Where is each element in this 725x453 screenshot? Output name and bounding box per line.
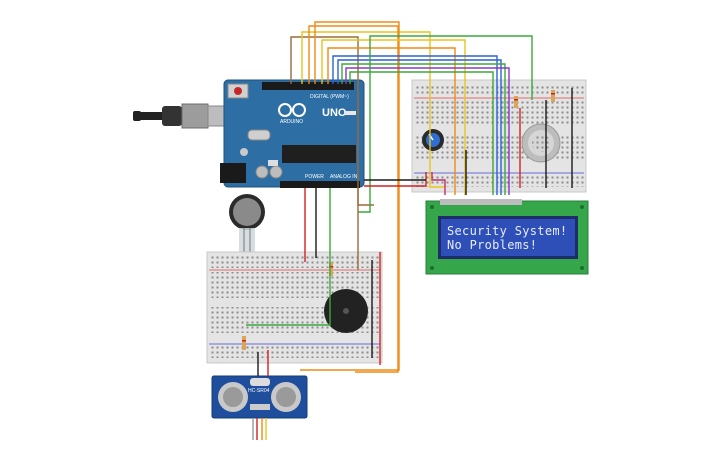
wire-green-1 <box>341 63 506 195</box>
lcd-line-1: Security System! <box>447 224 567 238</box>
resistor-lower-2 <box>242 336 246 350</box>
digital-header-label: DIGITAL (PWM~) <box>310 94 349 100</box>
resistor-lower-1 <box>329 262 333 276</box>
ultrasonic-sensor: HC-SR04 <box>211 375 308 419</box>
arduino-uno-board: DIGITAL (PWM~) ARDUINO UNO POWER ANALOG … <box>220 79 365 188</box>
arduino-logo: ARDUINO UNO <box>278 103 347 125</box>
wire-green-lower <box>246 188 331 326</box>
wire-orange-right <box>327 47 456 195</box>
wire-blue-2 <box>337 59 502 195</box>
wire-green-top <box>369 35 533 100</box>
usb-cable <box>133 103 225 129</box>
model-label: UNO <box>322 107 347 119</box>
lcd-display: Security System! No Problems! <box>425 200 589 275</box>
atmega-chip <box>282 145 356 163</box>
wire-purple-1 <box>345 67 510 195</box>
brand-label: ARDUINO <box>280 119 303 125</box>
wire-yellow-top <box>301 31 445 188</box>
wire-orange-top-2 <box>300 21 400 371</box>
wire-red-power <box>364 172 427 187</box>
digital-header <box>262 82 354 90</box>
ultrasonic-model-label: HC-SR04 <box>248 388 270 394</box>
piezo-buzzer <box>324 289 368 333</box>
power-header-label: POWER <box>305 174 324 180</box>
lcd-line-2: No Problems! <box>447 238 537 252</box>
gas-sensor <box>521 123 561 163</box>
lcd-screen <box>441 219 575 256</box>
analog-header-label: ANALOG IN <box>330 174 358 180</box>
wire-yellow-right <box>321 39 466 195</box>
wire-green-loop <box>358 84 371 213</box>
wire-pink-lcd <box>431 172 446 195</box>
potentiometer <box>422 129 444 151</box>
resistor-right-1 <box>514 96 518 108</box>
power-analog-header <box>280 181 360 188</box>
wire-blue-1 <box>332 55 498 195</box>
wire-green-2 <box>349 71 494 195</box>
wires <box>246 21 573 440</box>
wire-orange-top <box>308 25 399 373</box>
wire-brown-top <box>290 36 374 206</box>
resistor-right-2 <box>551 90 555 102</box>
lcd-pin-header <box>440 199 522 205</box>
